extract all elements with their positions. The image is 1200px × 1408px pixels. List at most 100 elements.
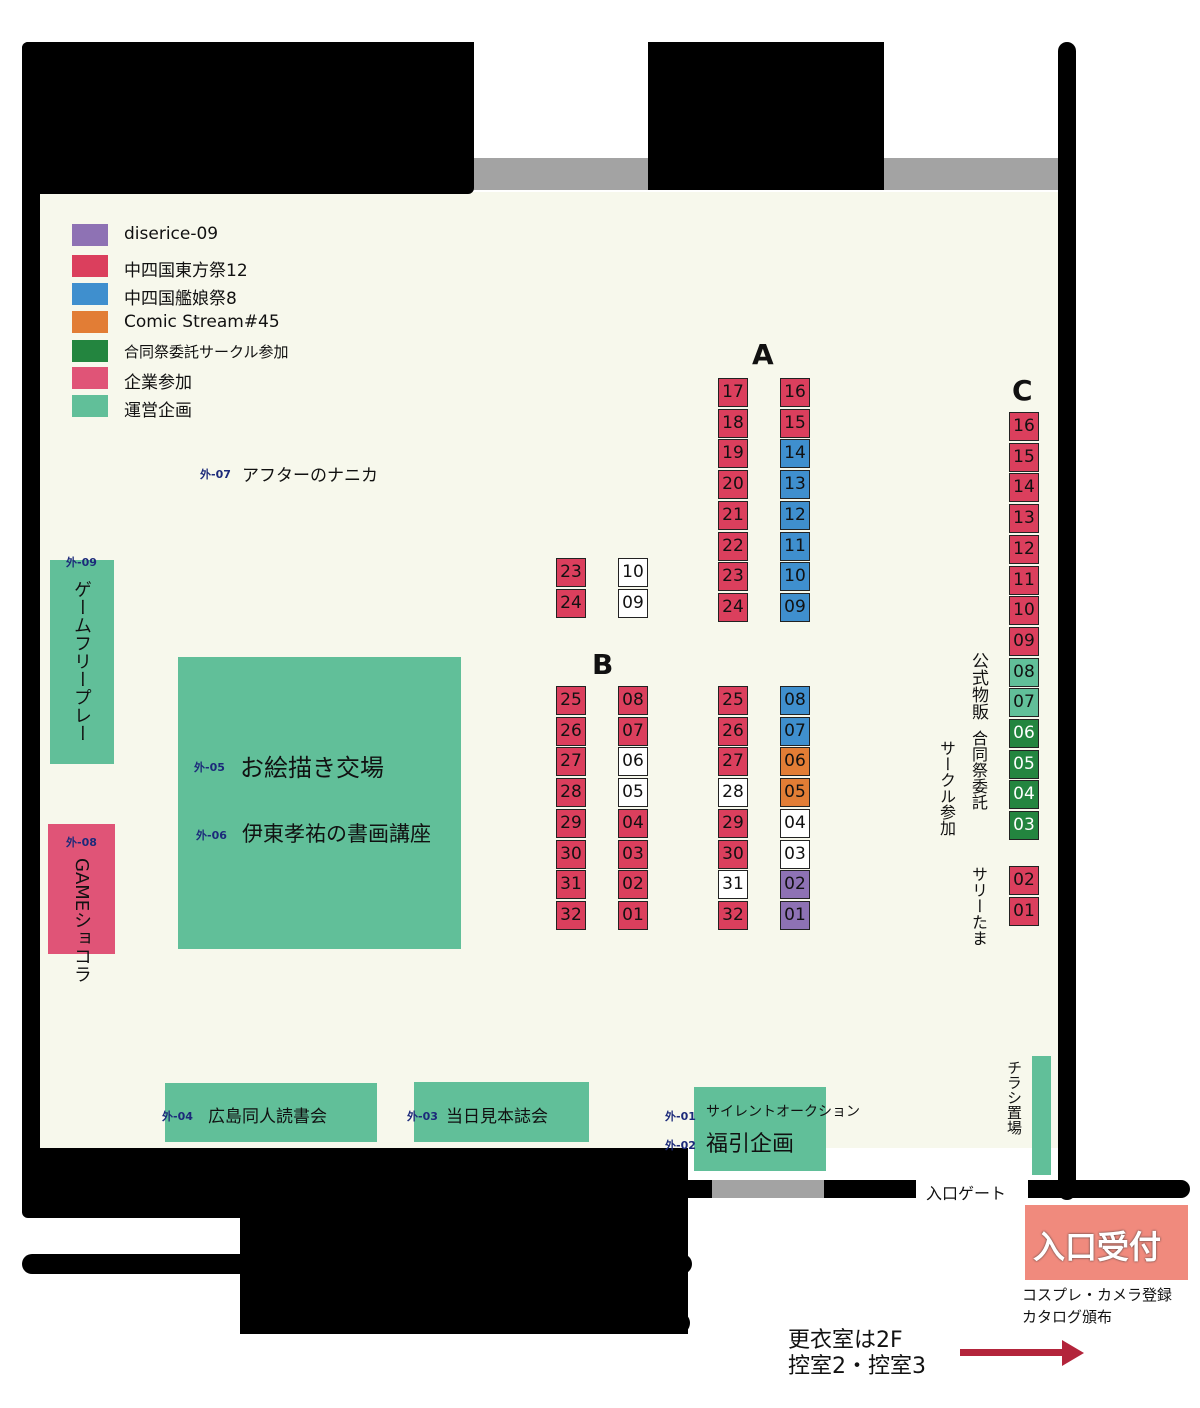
booth-b-col1-29[interactable]: 29 [556,809,586,838]
booth-b-col4-07[interactable]: 07 [780,717,810,746]
booth-c-col-12[interactable]: 12 [1009,535,1039,564]
booth-a-right-14[interactable]: 14 [780,439,810,468]
booth-a-right-09[interactable]: 09 [780,593,810,622]
booth-b-col1-26[interactable]: 26 [556,717,586,746]
sally-label: サリーたま [969,866,988,946]
window-strip-left [470,158,650,190]
booth-b-col2-06[interactable]: 06 [618,747,648,776]
ext03-name: 当日見本誌会 [446,1107,548,1127]
booth-c-small-01[interactable]: 01 [1009,897,1039,926]
legend-label-touhou: 中四国東方祭12 [124,261,248,281]
booth-b-col3-32[interactable]: 32 [718,901,748,930]
booth-a-left-20[interactable]: 20 [718,470,748,499]
booth-a-right-16[interactable]: 16 [780,378,810,407]
joint-consign-label: 合同祭委託 [969,730,988,810]
booth-b-col2-08[interactable]: 08 [618,686,648,715]
booth-a-left-18[interactable]: 18 [718,409,748,438]
legend-swatch-corporate [72,367,108,389]
booth-b-small_left-24[interactable]: 24 [556,589,586,618]
booth-a-right-15[interactable]: 15 [780,409,810,438]
booth-c-col-06[interactable]: 06 [1009,719,1039,748]
booth-b-col1-32[interactable]: 32 [556,901,586,930]
booth-a-left-23[interactable]: 23 [718,562,748,591]
booth-c-col-04[interactable]: 04 [1009,780,1039,809]
booth-b-col4-03[interactable]: 03 [780,840,810,869]
ext09-id: 外-09 [66,556,97,569]
booth-c-col-13[interactable]: 13 [1009,504,1039,533]
block-label-c: C [1012,374,1033,407]
booth-b-col3-27[interactable]: 27 [718,747,748,776]
booth-b-col3-29[interactable]: 29 [718,809,748,838]
booth-b-col2-01[interactable]: 01 [618,901,648,930]
booth-c-small-02[interactable]: 02 [1009,866,1039,895]
booth-b-col3-26[interactable]: 26 [718,717,748,746]
booth-c-col-09[interactable]: 09 [1009,627,1039,656]
reception-note-2: カタログ頒布 [1022,1308,1113,1326]
booth-b-col2-07[interactable]: 07 [618,717,648,746]
booth-a-left-21[interactable]: 21 [718,501,748,530]
booth-b-col2-05[interactable]: 05 [618,778,648,807]
legend-swatch-kanmusu [72,283,108,305]
booth-b-col1-25[interactable]: 25 [556,686,586,715]
booth-a-right-10[interactable]: 10 [780,562,810,591]
legend-label-kanmusu: 中四国艦娘祭8 [124,289,237,309]
wall-left [22,42,40,1218]
entrance-gate-label: 入口ゲート [926,1184,1007,1203]
wall-front-3 [1028,1180,1190,1198]
booth-b-small_right-10[interactable]: 10 [618,558,648,587]
booth-b-col4-08[interactable]: 08 [780,686,810,715]
legend-label-corporate: 企業参加 [124,373,192,393]
wall-bottom-block [22,1148,688,1218]
booth-c-col-07[interactable]: 07 [1009,688,1039,717]
booth-b-col2-04[interactable]: 04 [618,809,648,838]
booth-b-col2-03[interactable]: 03 [618,840,648,869]
booth-b-col3-30[interactable]: 30 [718,840,748,869]
booth-b-col4-04[interactable]: 04 [780,809,810,838]
booth-c-col-11[interactable]: 11 [1009,566,1039,595]
booth-b-col1-31[interactable]: 31 [556,870,586,899]
legend-label-comic-stream: Comic Stream#45 [124,312,280,332]
booth-c-col-05[interactable]: 05 [1009,750,1039,779]
ext08-name: GAMEショコラ [71,858,92,984]
booth-a-left-17[interactable]: 17 [718,378,748,407]
booth-a-left-22[interactable]: 22 [718,532,748,561]
booth-b-col4-05[interactable]: 05 [780,778,810,807]
legend-label-diserice: diserice-09 [124,224,219,244]
booth-b-col2-02[interactable]: 02 [618,870,648,899]
booth-c-col-14[interactable]: 14 [1009,473,1039,502]
booth-b-col4-06[interactable]: 06 [780,747,810,776]
booth-b-col4-02[interactable]: 02 [780,870,810,899]
booth-c-col-10[interactable]: 10 [1009,596,1039,625]
ext08-area [48,824,115,954]
ext08-id: 外-08 [66,836,97,849]
booth-b-col4-01[interactable]: 01 [780,901,810,930]
booth-b-col3-25[interactable]: 25 [718,686,748,715]
legend-swatch-joint [72,340,108,362]
wall-bottom-bar-2 [258,1312,690,1334]
block-label-b: B [592,648,614,681]
booth-b-col3-28[interactable]: 28 [718,778,748,807]
booth-a-left-24[interactable]: 24 [718,593,748,622]
ext03-id: 外-03 [407,1110,438,1123]
booth-c-col-03[interactable]: 03 [1009,811,1039,840]
booth-a-right-12[interactable]: 12 [780,501,810,530]
booth-c-col-08[interactable]: 08 [1009,658,1039,687]
booth-b-col1-27[interactable]: 27 [556,747,586,776]
booth-b-col1-30[interactable]: 30 [556,840,586,869]
booth-b-small_right-09[interactable]: 09 [618,589,648,618]
booth-a-left-19[interactable]: 19 [718,439,748,468]
booth-c-col-16[interactable]: 16 [1009,412,1039,441]
ext07-name: アフターのナニカ [242,466,378,486]
booth-a-right-13[interactable]: 13 [780,470,810,499]
booth-b-col1-28[interactable]: 28 [556,778,586,807]
wall-front-1 [686,1180,712,1198]
booth-b-col3-31[interactable]: 31 [718,870,748,899]
reception-note-1: コスプレ・カメラ登録 [1022,1286,1173,1304]
wall-top-mid-block [648,42,884,190]
booth-b-small_left-23[interactable]: 23 [556,558,586,587]
wall-bottom-bar-1 [22,1254,692,1274]
booth-a-right-11[interactable]: 11 [780,532,810,561]
booth-c-col-15[interactable]: 15 [1009,443,1039,472]
wall-top-left-block [22,42,474,194]
